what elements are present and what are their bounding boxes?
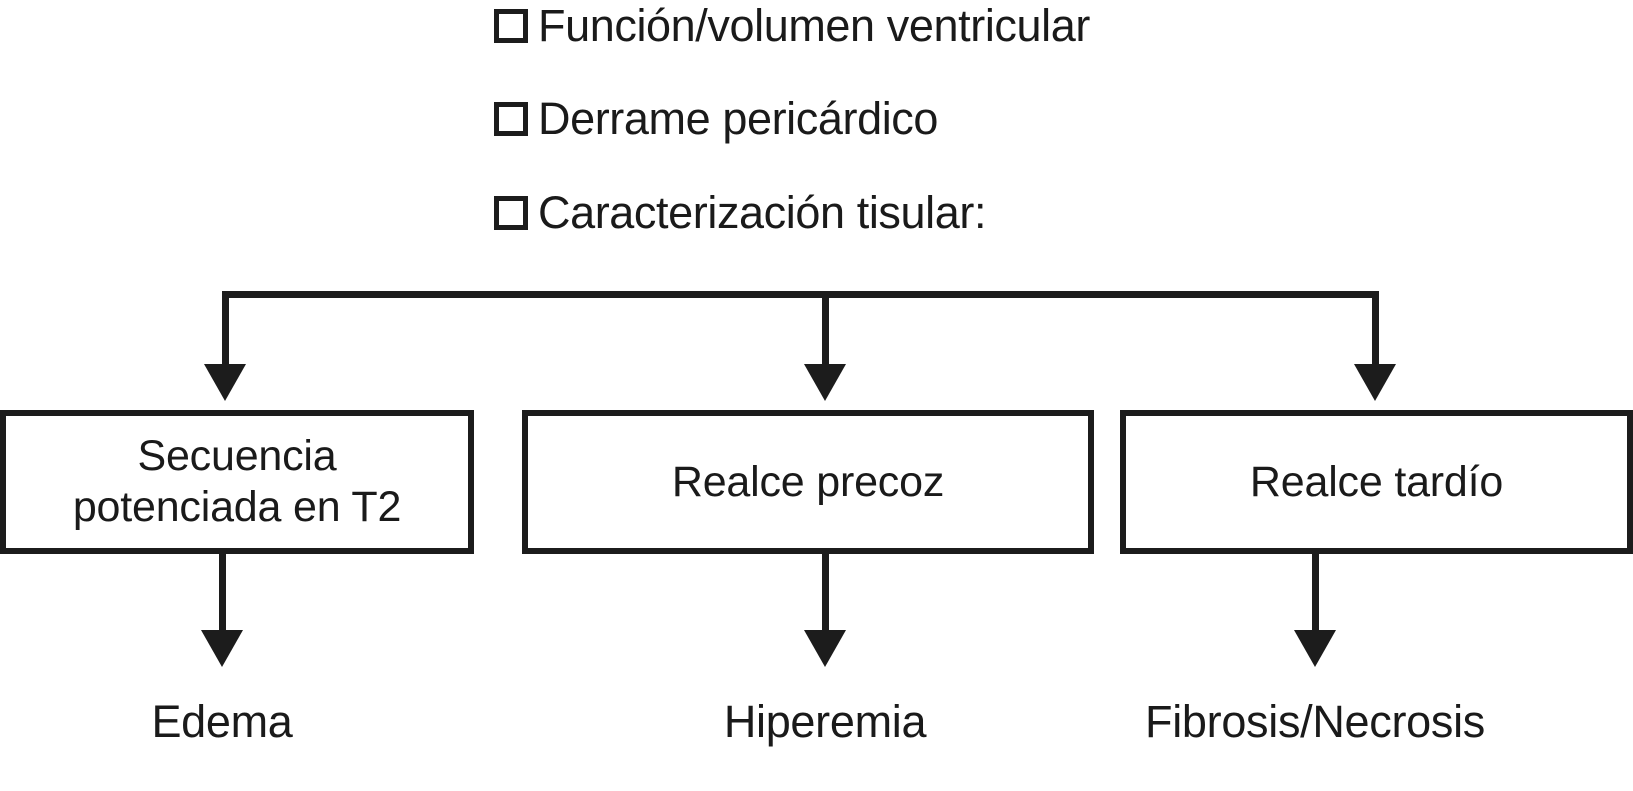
connector-stem-left <box>219 554 226 632</box>
node-box-realce-tardio[interactable]: Realce tardío <box>1120 410 1633 554</box>
checklist-item-funcion-volumen-ventricular[interactable]: Función/volumen ventricular <box>494 0 1090 52</box>
outcome-label-fibrosis-necrosis: Fibrosis/Necrosis <box>1145 696 1485 747</box>
checkbox-empty-icon[interactable] <box>494 196 528 230</box>
outcome-label-edema: Edema <box>151 696 293 747</box>
node-box-label: Secuencia potenciada en T2 <box>72 432 402 531</box>
node-box-secuencia-potenciada-t2[interactable]: Secuencia potenciada en T2 <box>0 410 474 554</box>
checklist-item-derrame-pericardico[interactable]: Derrame pericárdico <box>494 93 938 145</box>
connector-vertical-left <box>222 291 229 366</box>
checklist-item-label: Función/volumen ventricular <box>538 0 1090 51</box>
connector-horizontal-bus <box>222 291 1379 298</box>
connector-stem-right <box>1312 554 1319 632</box>
checkbox-empty-icon[interactable] <box>494 9 528 43</box>
checkbox-empty-icon[interactable] <box>494 102 528 136</box>
arrowhead-down-icon <box>1294 630 1336 667</box>
connector-vertical-right <box>1372 291 1379 366</box>
checklist-item-label: Caracterización tisular: <box>538 187 987 238</box>
arrowhead-down-icon <box>804 364 846 401</box>
node-box-realce-precoz[interactable]: Realce precoz <box>522 410 1094 554</box>
node-box-label: Realce precoz <box>671 457 945 506</box>
checklist-item-caracterizacion-tisular[interactable]: Caracterización tisular: <box>494 187 986 239</box>
arrowhead-down-icon <box>1354 364 1396 401</box>
arrowhead-down-icon <box>804 630 846 667</box>
arrowhead-down-icon <box>201 630 243 667</box>
connector-stem-middle <box>822 554 829 632</box>
connector-vertical-middle <box>822 291 829 366</box>
outcome-label-hiperemia: Hiperemia <box>723 696 927 747</box>
checklist-item-label: Derrame pericárdico <box>538 93 939 144</box>
arrowhead-down-icon <box>204 364 246 401</box>
node-box-label: Realce tardío <box>1249 457 1504 506</box>
